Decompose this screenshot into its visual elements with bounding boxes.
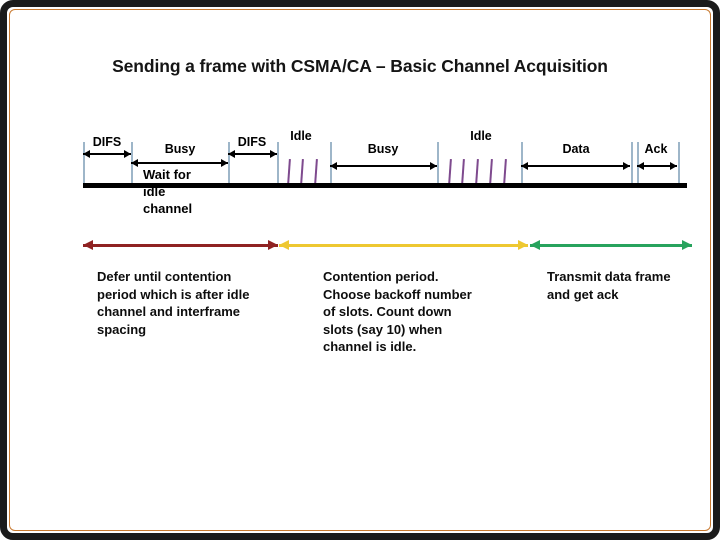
timeline-baseline xyxy=(83,183,687,188)
label-busy-2: Busy xyxy=(367,142,399,156)
tick-mark xyxy=(83,142,85,187)
difs2-measure-arrow xyxy=(228,150,277,158)
slot-mark xyxy=(475,158,479,186)
label-ack: Ack xyxy=(644,142,668,156)
label-idle-2: Idle xyxy=(470,129,492,143)
ack-measure-arrow xyxy=(637,162,677,170)
label-idle-1: Idle xyxy=(290,129,312,143)
difs1-measure-arrow xyxy=(83,150,131,158)
wait-busy-measure-arrow xyxy=(131,159,228,167)
slide-title: Sending a frame with CSMA/CA – Basic Cha… xyxy=(112,56,608,76)
slot-mark xyxy=(300,158,304,186)
transmit-phase-description: Transmit data frame and get ack xyxy=(547,269,671,302)
slot-mark xyxy=(461,158,465,186)
label-difs-1: DIFS xyxy=(92,135,122,149)
busy2-measure-arrow xyxy=(330,162,437,170)
defer-phase-description: Defer until contention period which is a… xyxy=(97,269,250,337)
slot-mark xyxy=(448,158,452,186)
contention-phase-arrow xyxy=(279,240,528,250)
label-difs-2: DIFS xyxy=(237,135,267,149)
defer-phase-arrow xyxy=(83,240,278,250)
tick-mark xyxy=(678,142,680,187)
label-data: Data xyxy=(562,142,590,156)
transmit-phase-arrow xyxy=(530,240,692,250)
slot-mark xyxy=(489,158,493,186)
tick-mark xyxy=(437,142,439,187)
data-measure-arrow xyxy=(521,162,630,170)
slot-mark xyxy=(503,158,507,186)
slot-mark xyxy=(314,158,318,186)
wait-for-idle-channel-label: Wait for idle channel xyxy=(143,167,193,216)
tick-mark xyxy=(631,142,633,187)
tick-mark xyxy=(228,142,230,187)
slot-mark xyxy=(287,158,291,186)
label-busy-1: Busy xyxy=(164,142,196,156)
contention-phase-description: Contention period. Choose backoff number… xyxy=(323,269,472,354)
tick-mark xyxy=(277,142,279,187)
